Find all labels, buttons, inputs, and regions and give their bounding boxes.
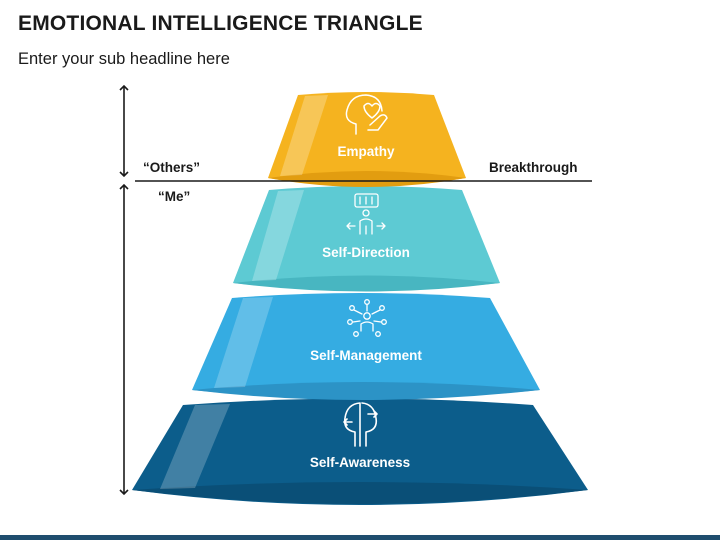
page-title: EMOTIONAL INTELLIGENCE TRIANGLE bbox=[18, 12, 423, 35]
page-subtitle: Enter your sub headline here bbox=[18, 50, 230, 68]
head-heart-hand-icon bbox=[345, 94, 388, 135]
level-label-self-awareness: Self-Awareness bbox=[310, 455, 410, 470]
person-network-icon bbox=[347, 299, 387, 337]
others-label: “Others” bbox=[143, 160, 201, 175]
level-empathy: Empathy bbox=[268, 92, 466, 187]
level-self-awareness: Self-Awareness bbox=[132, 398, 588, 505]
level-self-management: Self-Management bbox=[192, 293, 540, 400]
level-label-empathy: Empathy bbox=[337, 144, 395, 159]
level-label-self-direction: Self-Direction bbox=[322, 245, 410, 260]
level-label-self-management: Self-Management bbox=[310, 348, 422, 363]
me-label: “Me” bbox=[158, 189, 191, 204]
breakthrough-label: Breakthrough bbox=[489, 160, 578, 175]
level-self-direction: Self-Direction bbox=[233, 186, 500, 292]
footer-bar bbox=[0, 535, 720, 540]
person-arrows-icon bbox=[346, 193, 386, 235]
two-heads-arrows-icon bbox=[343, 402, 378, 447]
